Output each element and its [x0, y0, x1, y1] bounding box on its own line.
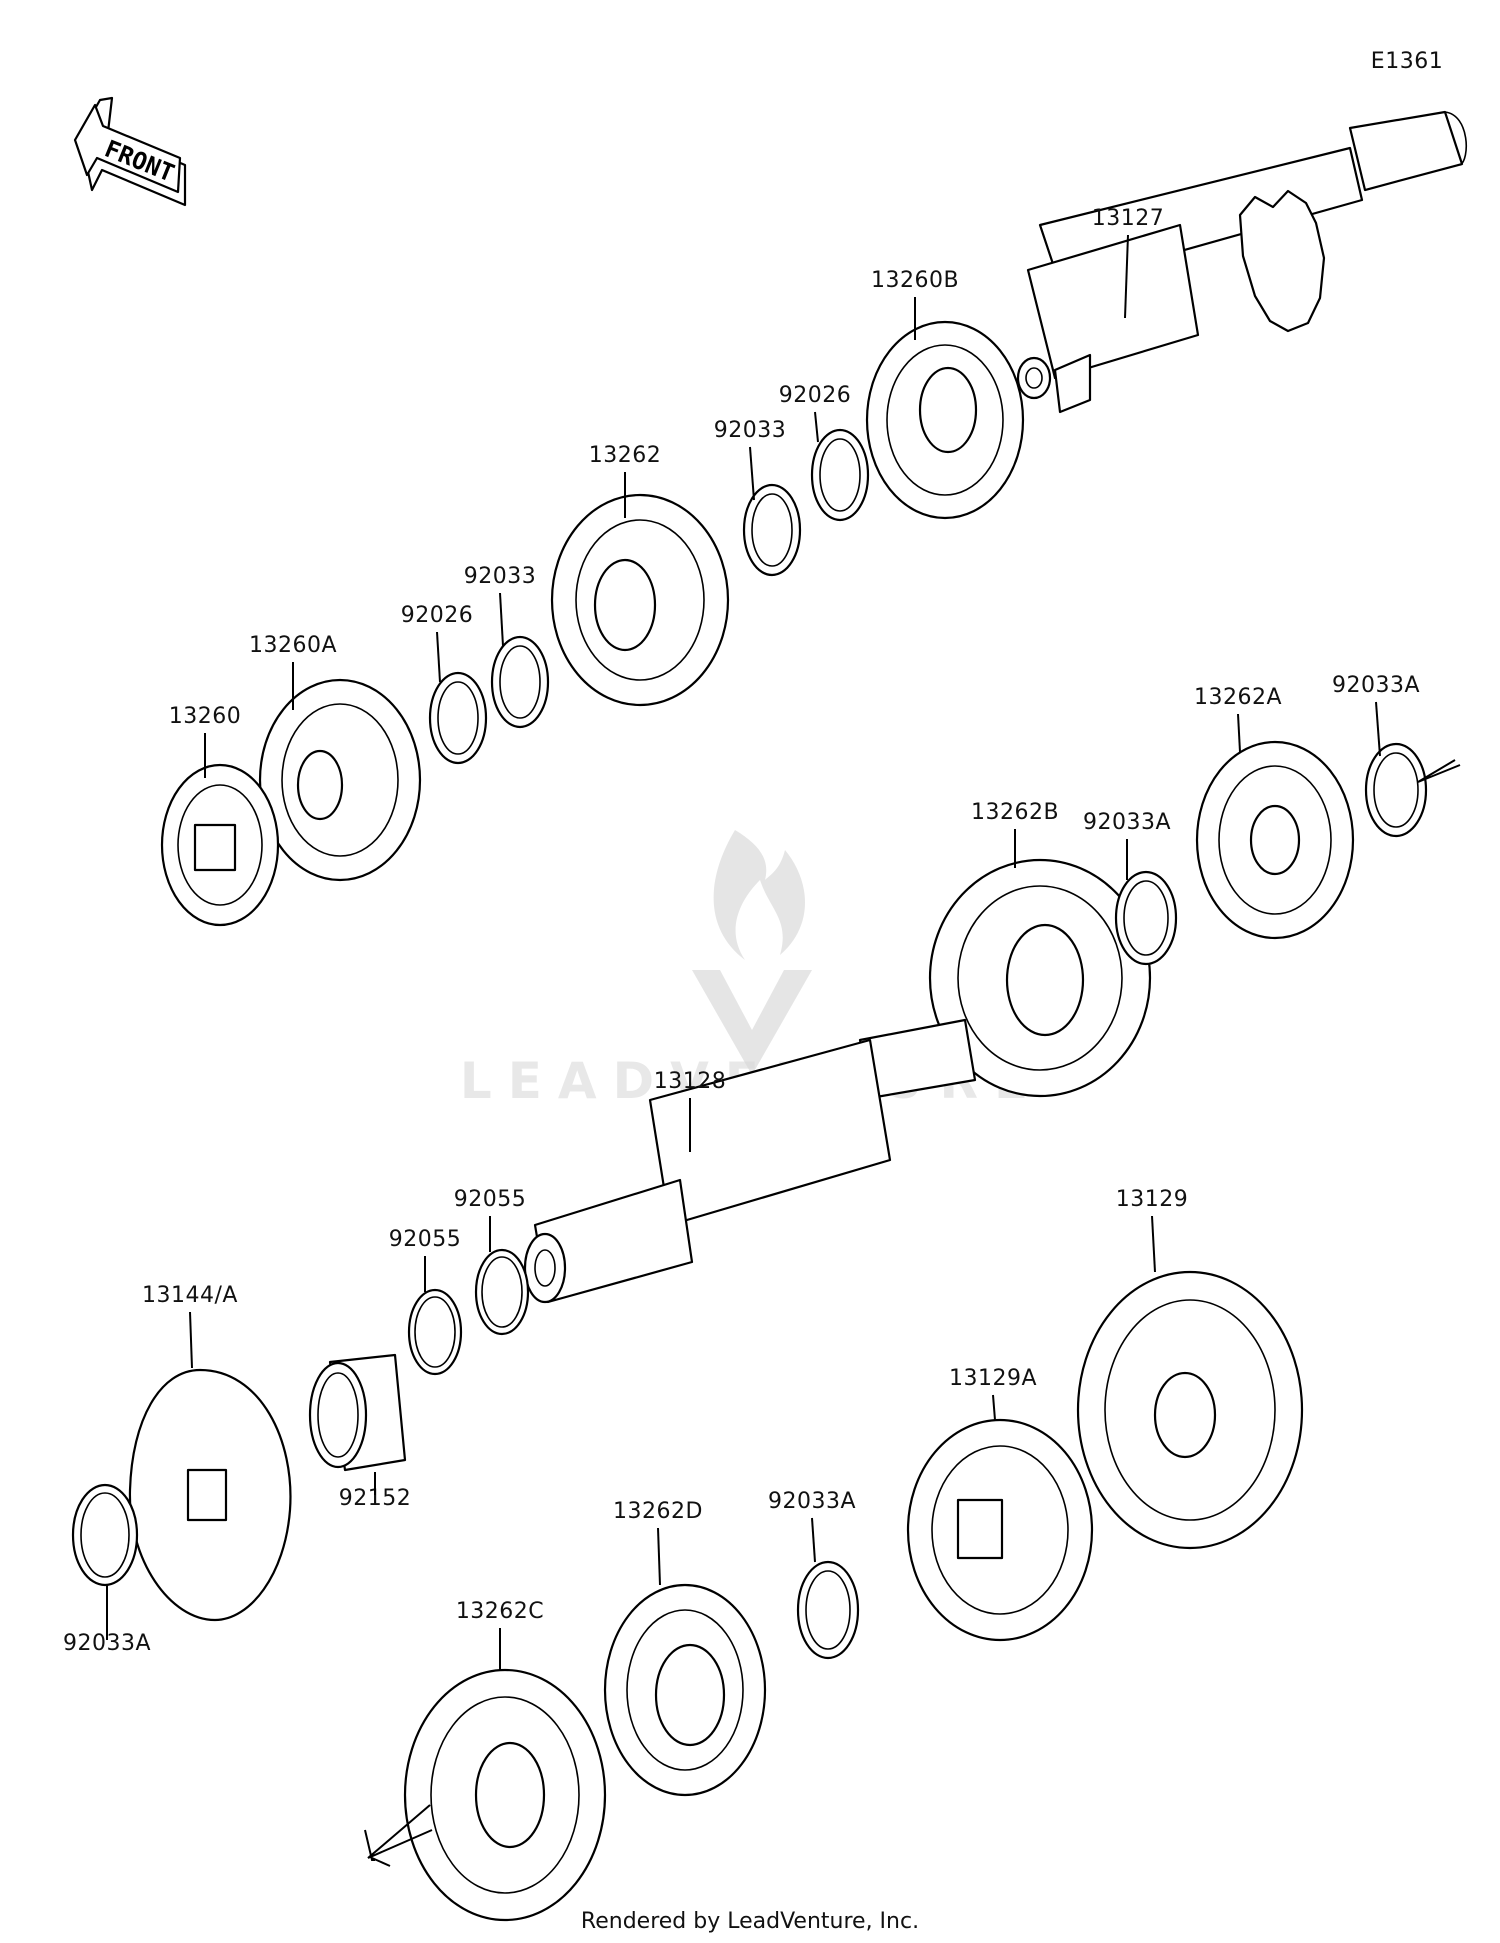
part-label: 92055 [454, 1187, 527, 1212]
circlip-92033 [490, 635, 550, 729]
part-labels: 13127 13260B 92026 92033 13262 92033 92026 1326… [63, 206, 1420, 1670]
leader-line [811, 1517, 816, 1563]
leader-line [1151, 1215, 1156, 1273]
footer-credit: Rendered by LeadVenture, Inc. [581, 1909, 919, 1934]
circlip-92033A-left [71, 1483, 139, 1587]
bushing-92152 [308, 1353, 407, 1472]
leader-line [436, 631, 441, 683]
gear-13260B [865, 320, 1025, 520]
part-label: 13262A [1194, 685, 1282, 710]
part-label: 13129 [1116, 1187, 1189, 1212]
part-label: 92033A [1332, 673, 1420, 698]
part-label: 13262D [613, 1499, 703, 1524]
part-label: 13144/A [142, 1283, 238, 1308]
gear-13260A [258, 678, 422, 882]
part-label: 13262 [589, 443, 662, 468]
leader-line [189, 1311, 193, 1369]
part-label: 13260B [871, 268, 959, 293]
gear-13129A [906, 1418, 1094, 1642]
part-label: 13129A [949, 1366, 1037, 1391]
part-label: 13127 [1092, 206, 1165, 231]
circlip-92033A-middle [1114, 870, 1178, 966]
leader-line [499, 592, 504, 647]
part-label: 92033A [768, 1489, 856, 1514]
part-label: 92033 [464, 564, 537, 589]
leader-line [1375, 701, 1381, 757]
gear-13262B [928, 858, 1152, 1098]
circlip-92033A-right [1364, 742, 1428, 838]
part-label: 13260A [249, 633, 337, 658]
shaft-13127 [1016, 110, 1468, 414]
circlip-92026-upper [810, 428, 870, 522]
diagram-id: E1361 [1371, 49, 1443, 74]
circlip-92026 [428, 671, 488, 765]
circlip-92033-upper [742, 483, 802, 577]
leader-line [814, 411, 819, 443]
pointer-left [364, 1829, 391, 1867]
part-label: 92033A [1083, 810, 1171, 835]
pointer-right [1417, 759, 1461, 783]
leader-line [992, 1394, 996, 1421]
shaft-13128 [523, 1018, 977, 1304]
part-label: 13262C [456, 1599, 544, 1624]
sprocket-13144-A [128, 1368, 292, 1622]
leader-line [657, 1527, 661, 1586]
oring-92055-right [474, 1248, 530, 1336]
leader-line [749, 446, 755, 501]
part-label: 13128 [654, 1069, 727, 1094]
gear-13129 [1076, 1270, 1304, 1550]
leader-line [1237, 713, 1241, 753]
circlip-92033A-lower [796, 1560, 860, 1660]
part-label: 13262B [971, 800, 1059, 825]
part-label: 92026 [401, 603, 474, 628]
gear-13262 [550, 493, 730, 707]
gear-13127-drive [1238, 189, 1326, 333]
leader-line [1124, 234, 1129, 319]
gear-13262A [1195, 740, 1355, 940]
part-label: 92033 [714, 418, 787, 443]
part-label: 13260 [169, 704, 242, 729]
part-label: 92055 [389, 1227, 462, 1252]
pointer-left-arrow [367, 1804, 433, 1859]
front-arrow-icon: FRONT [73, 96, 187, 207]
gear-13262D [603, 1583, 767, 1797]
gear-13262C [403, 1668, 607, 1922]
oring-92055-left [407, 1288, 463, 1376]
gear-13260 [160, 763, 280, 927]
part-label: 92026 [779, 383, 852, 408]
